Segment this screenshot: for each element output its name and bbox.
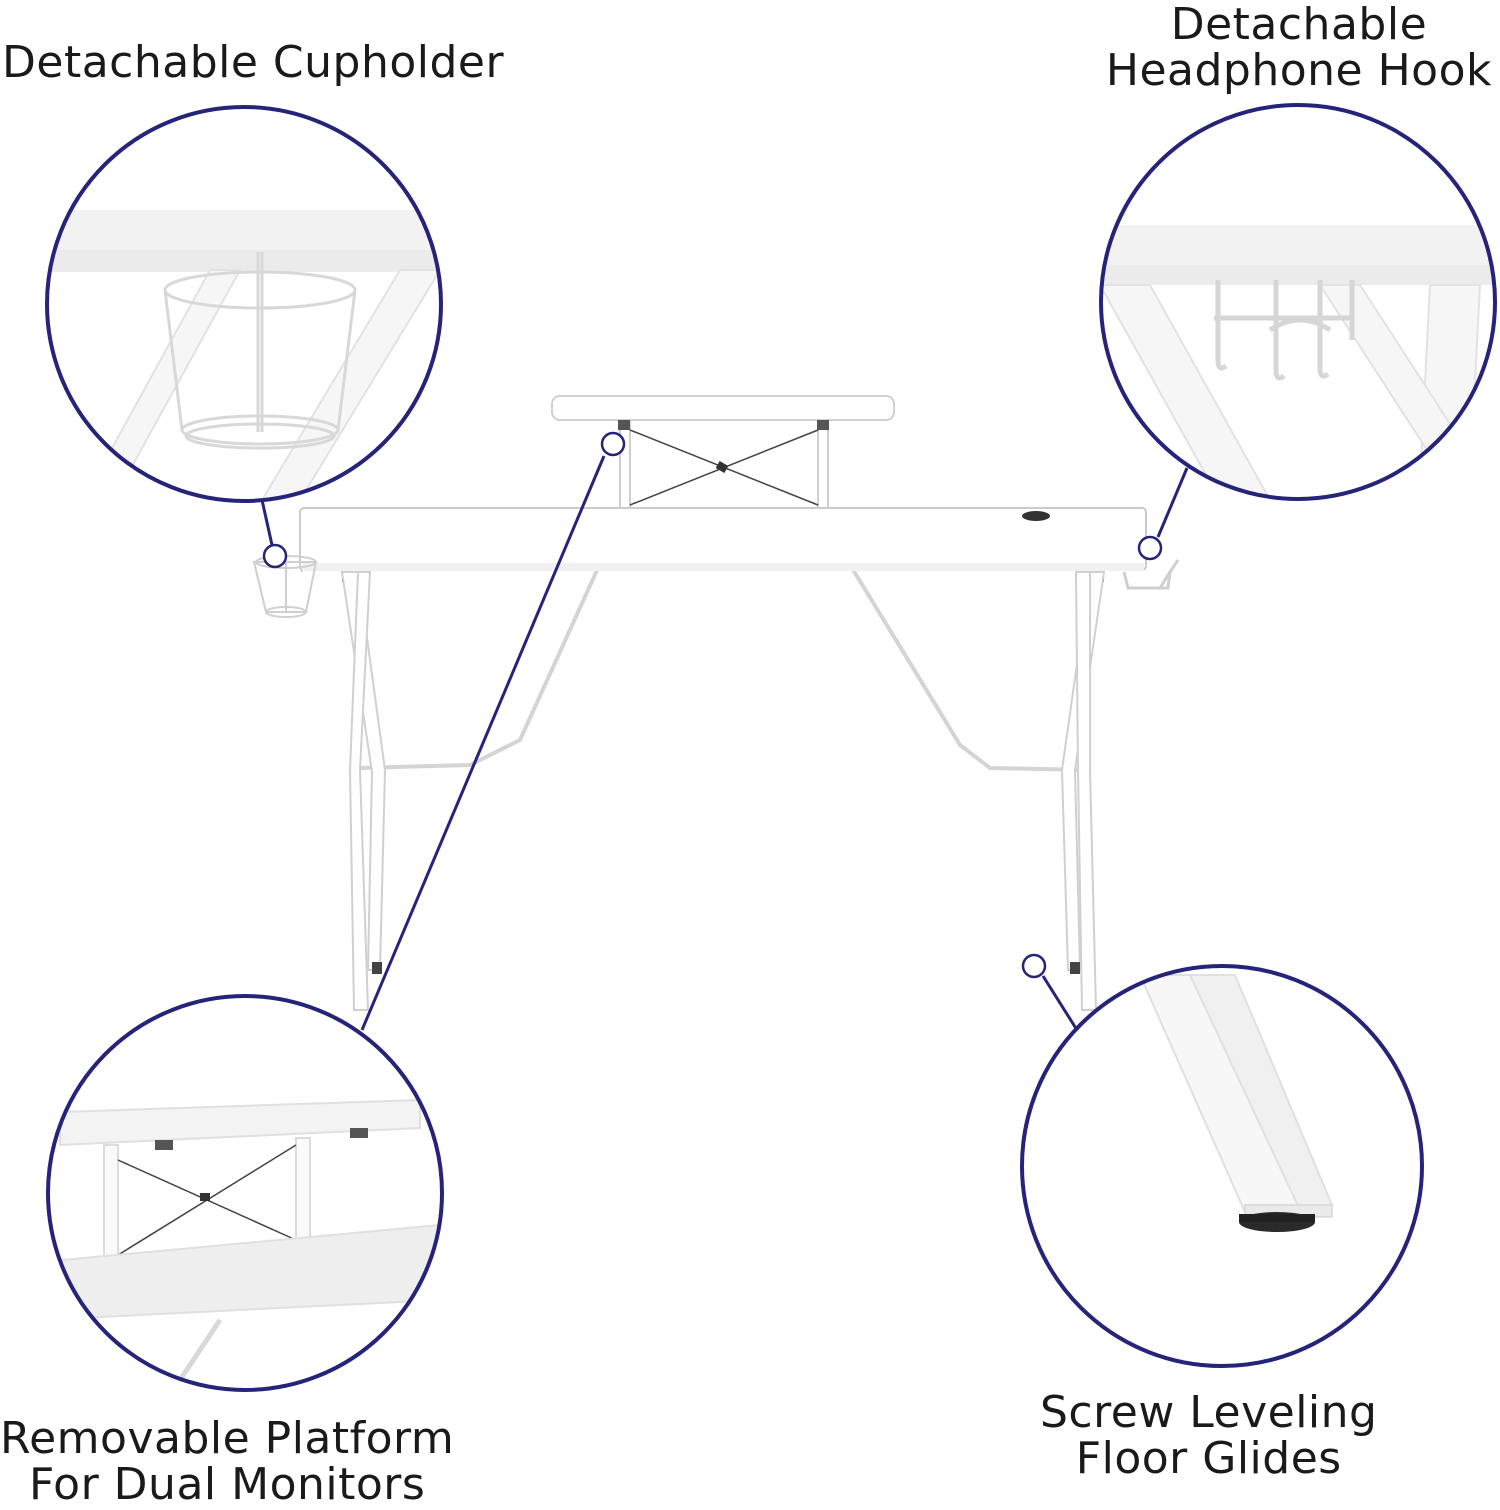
callout-anchors <box>262 431 1163 979</box>
desk-back-frame <box>359 566 1091 772</box>
label-detachable-headphone-hook: Detachable Headphone Hook <box>1106 2 1492 94</box>
label-line: Floor Glides <box>1075 1433 1342 1484</box>
desk-front-legs <box>340 571 1106 1011</box>
ring-headphone-hook <box>1099 103 1497 501</box>
callout-leaders <box>260 455 1189 1031</box>
ring-platform <box>46 994 444 1392</box>
detail-floor-glides <box>1020 964 1424 1368</box>
detail-headphone-hook <box>1099 103 1497 501</box>
label-removable-platform: Removable Platform For Dual Monitors <box>0 1416 454 1508</box>
label-line: Detachable Cupholder <box>2 37 505 88</box>
anchor-cupholder <box>262 543 288 569</box>
label-line: For Dual Monitors <box>28 1459 426 1510</box>
label-detachable-cupholder: Detachable Cupholder <box>2 40 504 86</box>
headphone-hook-small <box>1122 559 1180 590</box>
label-line: Screw Leveling <box>1040 1387 1378 1438</box>
label-line: Removable Platform <box>0 1413 455 1464</box>
ring-floor-glides <box>1020 964 1424 1368</box>
cable-grommet <box>1022 511 1050 521</box>
anchor-floor-glide <box>1021 953 1047 979</box>
label-line: Detachable <box>1170 0 1428 50</box>
cupholder-small <box>252 555 318 618</box>
anchor-platform <box>600 431 626 457</box>
ring-cupholder <box>45 105 443 503</box>
detail-platform <box>46 994 444 1392</box>
desktop-surface <box>299 507 1147 571</box>
desk <box>252 395 1180 1011</box>
anchor-headphone-hook <box>1137 535 1163 561</box>
monitor-platform <box>551 395 895 509</box>
label-screw-leveling-floor-glides: Screw Leveling Floor Glides <box>1040 1390 1377 1482</box>
label-line: Headphone Hook <box>1105 45 1492 96</box>
detail-cupholder <box>45 105 443 503</box>
